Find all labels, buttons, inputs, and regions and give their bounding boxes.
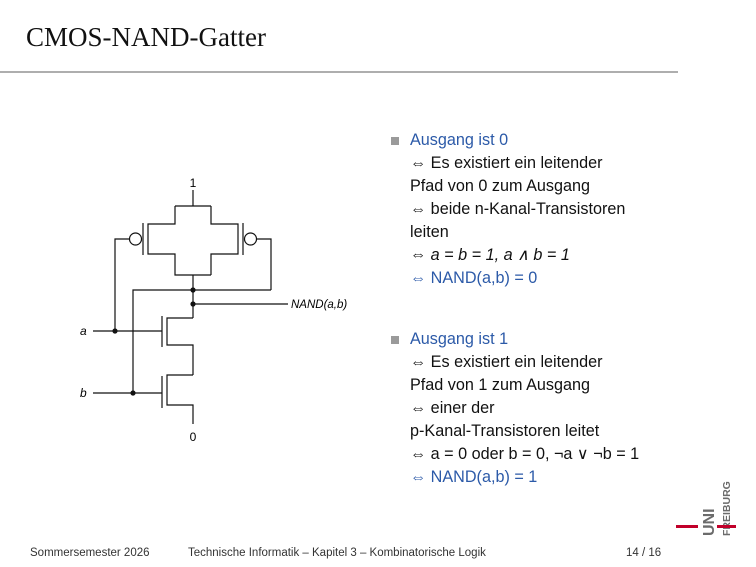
bullet-line-result: ⇔ NAND(a,b) = 0 [410, 269, 538, 287]
bullet-line: ⇔ einer der [410, 399, 495, 417]
output-label: NAND(a,b) [291, 299, 347, 311]
input-b-label: b [80, 386, 87, 400]
output-junction [190, 301, 196, 307]
bullet-list: Ausgang ist 0 ⇔ Es existiert ein leitend… [388, 129, 718, 489]
bullet-line: ⇔ Es existiert ein leitender [410, 154, 603, 172]
bullet-line: Pfad von 1 zum Ausgang [410, 376, 590, 394]
bullet-line: Pfad von 0 zum Ausgang [410, 177, 590, 195]
bullet-marker [391, 137, 399, 145]
bullet-line: ⇔ beide n-Kanal-Transistoren [410, 200, 626, 218]
input-a-label: a [80, 324, 87, 338]
bullet-line: ⇔ a = 0 oder b = 0, ¬a ∨ ¬b = 1 [410, 445, 640, 463]
bullet-line: ⇔ a = b = 1, a ∧ b = 1 [410, 246, 570, 264]
b-junction [130, 390, 136, 396]
vdd-label: 1 [190, 176, 197, 190]
gnd-label: 0 [190, 430, 197, 444]
bullet-heading: Ausgang ist 0 [410, 131, 509, 149]
title-rule [0, 71, 678, 73]
bullet-marker [391, 336, 399, 344]
nmos-lower-channel [166, 374, 194, 424]
bullet-line: ⇔ Es existiert ein leitender [410, 353, 603, 371]
bullet-output-zero: Ausgang ist 0 ⇔ Es existiert ein leitend… [388, 129, 718, 290]
pmos-left-channel [147, 206, 211, 276]
pmos-left-gate-wire [114, 238, 130, 290]
nmos-upper-channel [166, 317, 194, 375]
a-junction [112, 328, 118, 334]
node-junction [190, 287, 196, 293]
bullet-line: p-Kanal-Transistoren leitet [410, 422, 600, 440]
logo-accent-bar [676, 525, 698, 528]
b-gate-wire [132, 289, 271, 393]
logo-accent-bar [717, 525, 736, 528]
logo-line-uni: UNI [701, 508, 718, 536]
footer-course: Technische Informatik – Kapitel 3 – Komb… [188, 547, 486, 559]
pmos-left-bubble [128, 232, 143, 246]
slide-title: CMOS-NAND-Gatter [26, 22, 266, 52]
cmos-nand-circuit: 1 0 a b NAND(a,b) [80, 176, 347, 444]
bullet-output-one: Ausgang ist 1 ⇔ Es existiert ein leitend… [388, 328, 718, 489]
footer-semester: Sommersemester 2026 [30, 547, 150, 559]
bullet-line-result: ⇔ NAND(a,b) = 1 [410, 468, 538, 486]
pmos-right-bubble [243, 232, 258, 246]
logo-line-freiburg: FREIBURG [721, 481, 733, 536]
pmos-right-channel [210, 206, 239, 275]
footer-page-number: 14 / 16 [626, 547, 662, 559]
university-logo: UNI FREIBURG [676, 481, 736, 536]
bullet-heading: Ausgang ist 1 [410, 330, 509, 348]
bullet-line: leiten [410, 223, 449, 241]
pmos-right-gate-wire [256, 238, 272, 290]
